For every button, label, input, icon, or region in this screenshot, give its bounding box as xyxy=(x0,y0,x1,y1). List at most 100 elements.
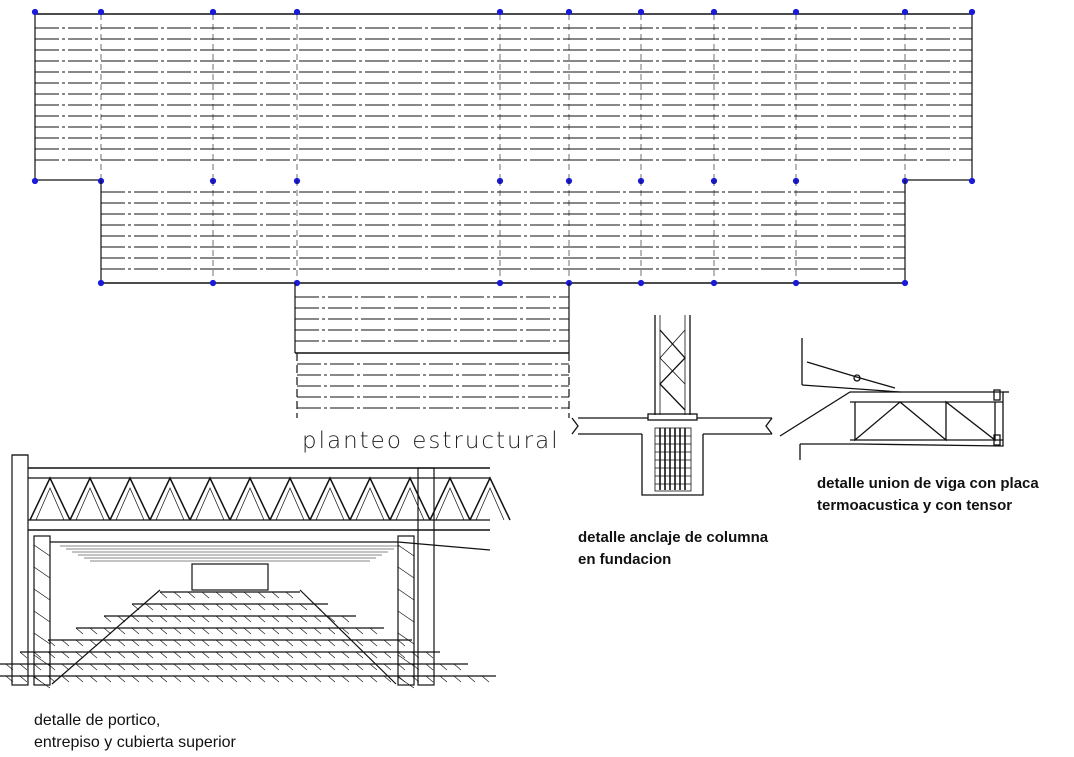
floor-truss-web xyxy=(61,663,70,671)
floor-truss-web xyxy=(201,591,210,599)
floor-truss-web xyxy=(257,615,266,623)
portico-inner-right-column xyxy=(397,535,415,686)
floor-truss-web xyxy=(299,651,308,659)
floor-truss-web xyxy=(285,591,294,599)
floor-truss-web xyxy=(285,603,294,611)
floor-truss-web xyxy=(243,651,252,659)
floor-truss-web xyxy=(271,591,280,599)
portico-left-column xyxy=(11,454,29,686)
floor-truss-web xyxy=(481,675,490,683)
floor-truss-web xyxy=(243,591,252,599)
floor-truss-web xyxy=(215,591,224,599)
floor-truss-web xyxy=(103,675,112,683)
floor-truss-web xyxy=(299,603,308,611)
column-marker xyxy=(968,177,976,185)
break-mark xyxy=(765,417,773,435)
floor-truss-web xyxy=(369,663,378,671)
column-marker xyxy=(496,8,504,16)
floor-truss-web xyxy=(89,663,98,671)
column-lacing xyxy=(33,632,51,645)
column-marker xyxy=(496,279,504,287)
floor-truss-web xyxy=(47,663,56,671)
truss-diagonal xyxy=(389,476,431,521)
floor-truss-web xyxy=(327,615,336,623)
tensor-rod xyxy=(859,377,896,389)
column-lacing xyxy=(659,329,686,411)
floor-truss-web xyxy=(159,675,168,683)
floor-truss-web xyxy=(327,627,336,635)
floor-truss-web xyxy=(173,603,182,611)
back-frame xyxy=(191,563,269,591)
column-marker xyxy=(637,279,645,287)
floor-truss-web xyxy=(33,651,42,659)
floor-truss-web xyxy=(47,651,56,659)
floor-truss-web xyxy=(355,675,364,683)
floor-truss-web xyxy=(75,639,84,647)
floor-truss-web xyxy=(61,639,70,647)
tensor-clevis xyxy=(853,374,861,382)
floor-truss-web xyxy=(187,675,196,683)
floor-truss-web xyxy=(145,603,154,611)
portico-inner-left-column xyxy=(33,535,51,686)
floor-truss-web xyxy=(117,651,126,659)
floor-truss-web xyxy=(229,639,238,647)
floor-truss-web xyxy=(299,675,308,683)
truss-diagonal-inner xyxy=(275,487,305,521)
floor-truss-web xyxy=(369,651,378,659)
column-lacing xyxy=(397,566,415,579)
floor-truss-web xyxy=(201,663,210,671)
floor-truss-web xyxy=(103,651,112,659)
floor-truss-web xyxy=(103,615,112,623)
column-marker xyxy=(31,177,39,185)
floor-truss-web xyxy=(271,651,280,659)
slab-edge xyxy=(50,541,491,551)
floor-truss-web xyxy=(327,639,336,647)
floor-truss-web xyxy=(201,639,210,647)
floor-truss-web xyxy=(75,675,84,683)
floor-truss-web xyxy=(117,675,126,683)
floor-truss-web xyxy=(327,663,336,671)
truss-diagonal xyxy=(349,476,391,521)
floor-truss-web xyxy=(33,663,42,671)
floor-truss-web xyxy=(89,651,98,659)
floor-truss-web xyxy=(117,627,126,635)
truss-diagonal-inner xyxy=(195,487,225,521)
floor-truss-web xyxy=(243,675,252,683)
floor-truss-web xyxy=(103,663,112,671)
floor-truss-web xyxy=(145,651,154,659)
floor-truss-web xyxy=(299,615,308,623)
floor-truss-web xyxy=(341,651,350,659)
floor-truss-web xyxy=(355,651,364,659)
truss-diagonal xyxy=(109,476,151,521)
floor-truss-web xyxy=(145,675,154,683)
floor-truss-web xyxy=(187,603,196,611)
floor-truss-web xyxy=(173,651,182,659)
column-anchor-detail xyxy=(571,315,773,496)
portico-perspective xyxy=(0,454,511,689)
floor-truss-web xyxy=(229,675,238,683)
column-marker xyxy=(565,8,573,16)
truss-diagonal xyxy=(229,476,271,521)
wall-base xyxy=(801,384,901,393)
truss-web xyxy=(854,400,996,442)
column-marker xyxy=(209,8,217,16)
floor-truss-web xyxy=(285,663,294,671)
truss-diagonal-inner xyxy=(315,487,345,521)
truss-diagonal-inner xyxy=(435,487,465,521)
floor-truss-web xyxy=(383,675,392,683)
column-lacing xyxy=(397,588,415,601)
truss-diagonal xyxy=(269,476,311,521)
floor-truss-web xyxy=(61,651,70,659)
floor-truss-web xyxy=(5,663,14,671)
floor-truss-web xyxy=(173,663,182,671)
floor-truss-web xyxy=(187,591,196,599)
portico-detail-caption: detalle de portico, entrepiso y cubierta… xyxy=(34,710,236,754)
floor-truss-web xyxy=(103,639,112,647)
floor-truss-web xyxy=(243,639,252,647)
truss-diagonal-inner xyxy=(115,487,145,521)
floor-truss-web xyxy=(75,651,84,659)
beam-detail-line-1: detalle union de viga con placa xyxy=(817,475,1039,492)
floor-truss-web xyxy=(257,639,266,647)
floor-truss-web xyxy=(313,639,322,647)
